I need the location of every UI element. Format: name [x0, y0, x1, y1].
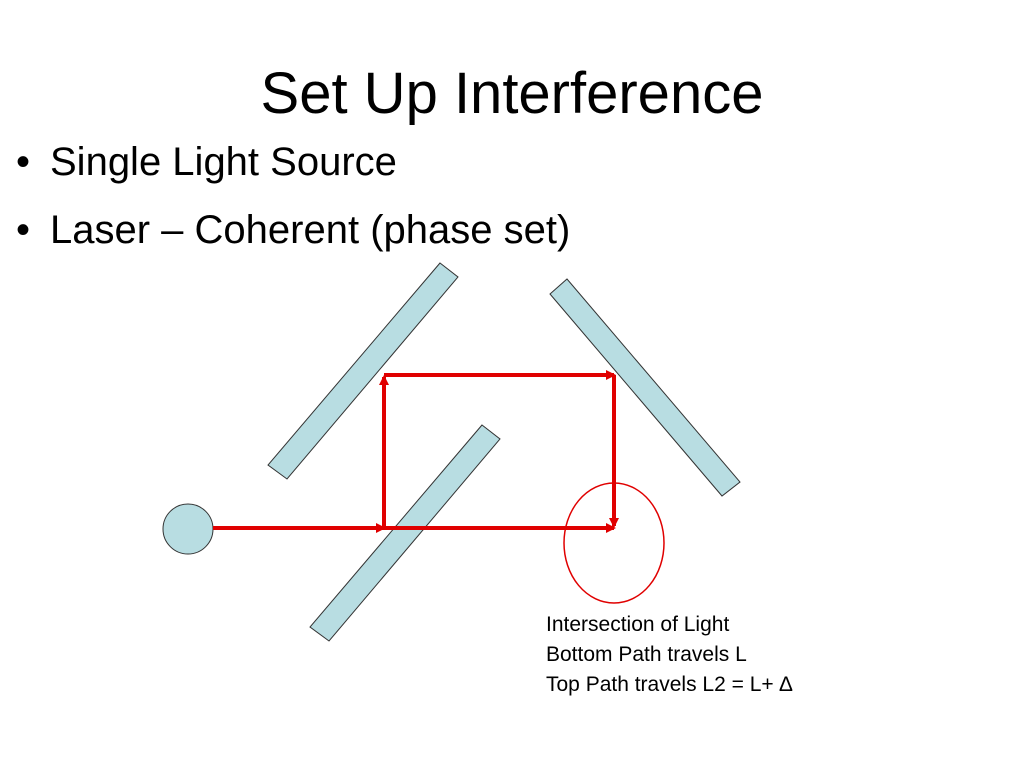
bullet-list: • Single Light Source • Laser – Coherent…	[16, 138, 570, 274]
caption-line: Intersection of Light	[546, 613, 730, 636]
bullet-text: Laser – Coherent (phase set)	[50, 208, 571, 252]
bullet-marker: •	[16, 140, 31, 184]
bullet-item: • Single Light Source	[16, 138, 570, 186]
slide-title: Set Up Interference	[260, 61, 764, 126]
caption-line: Top Path travels L2 = L+ ∆	[546, 673, 793, 696]
light-source	[162, 503, 214, 555]
intersection-caption: Intersection of Light Bottom Path travel…	[546, 610, 792, 700]
bullet-text: Single Light Source	[50, 140, 397, 184]
upper-right-mirror	[549, 278, 741, 497]
bullet-marker: •	[16, 208, 31, 252]
intersection-ring	[563, 482, 665, 604]
beam-splitter-mirror	[309, 424, 501, 642]
upper-left-mirror	[267, 262, 459, 480]
bullet-item: • Laser – Coherent (phase set)	[16, 206, 570, 254]
caption-line: Bottom Path travels L	[546, 643, 747, 666]
